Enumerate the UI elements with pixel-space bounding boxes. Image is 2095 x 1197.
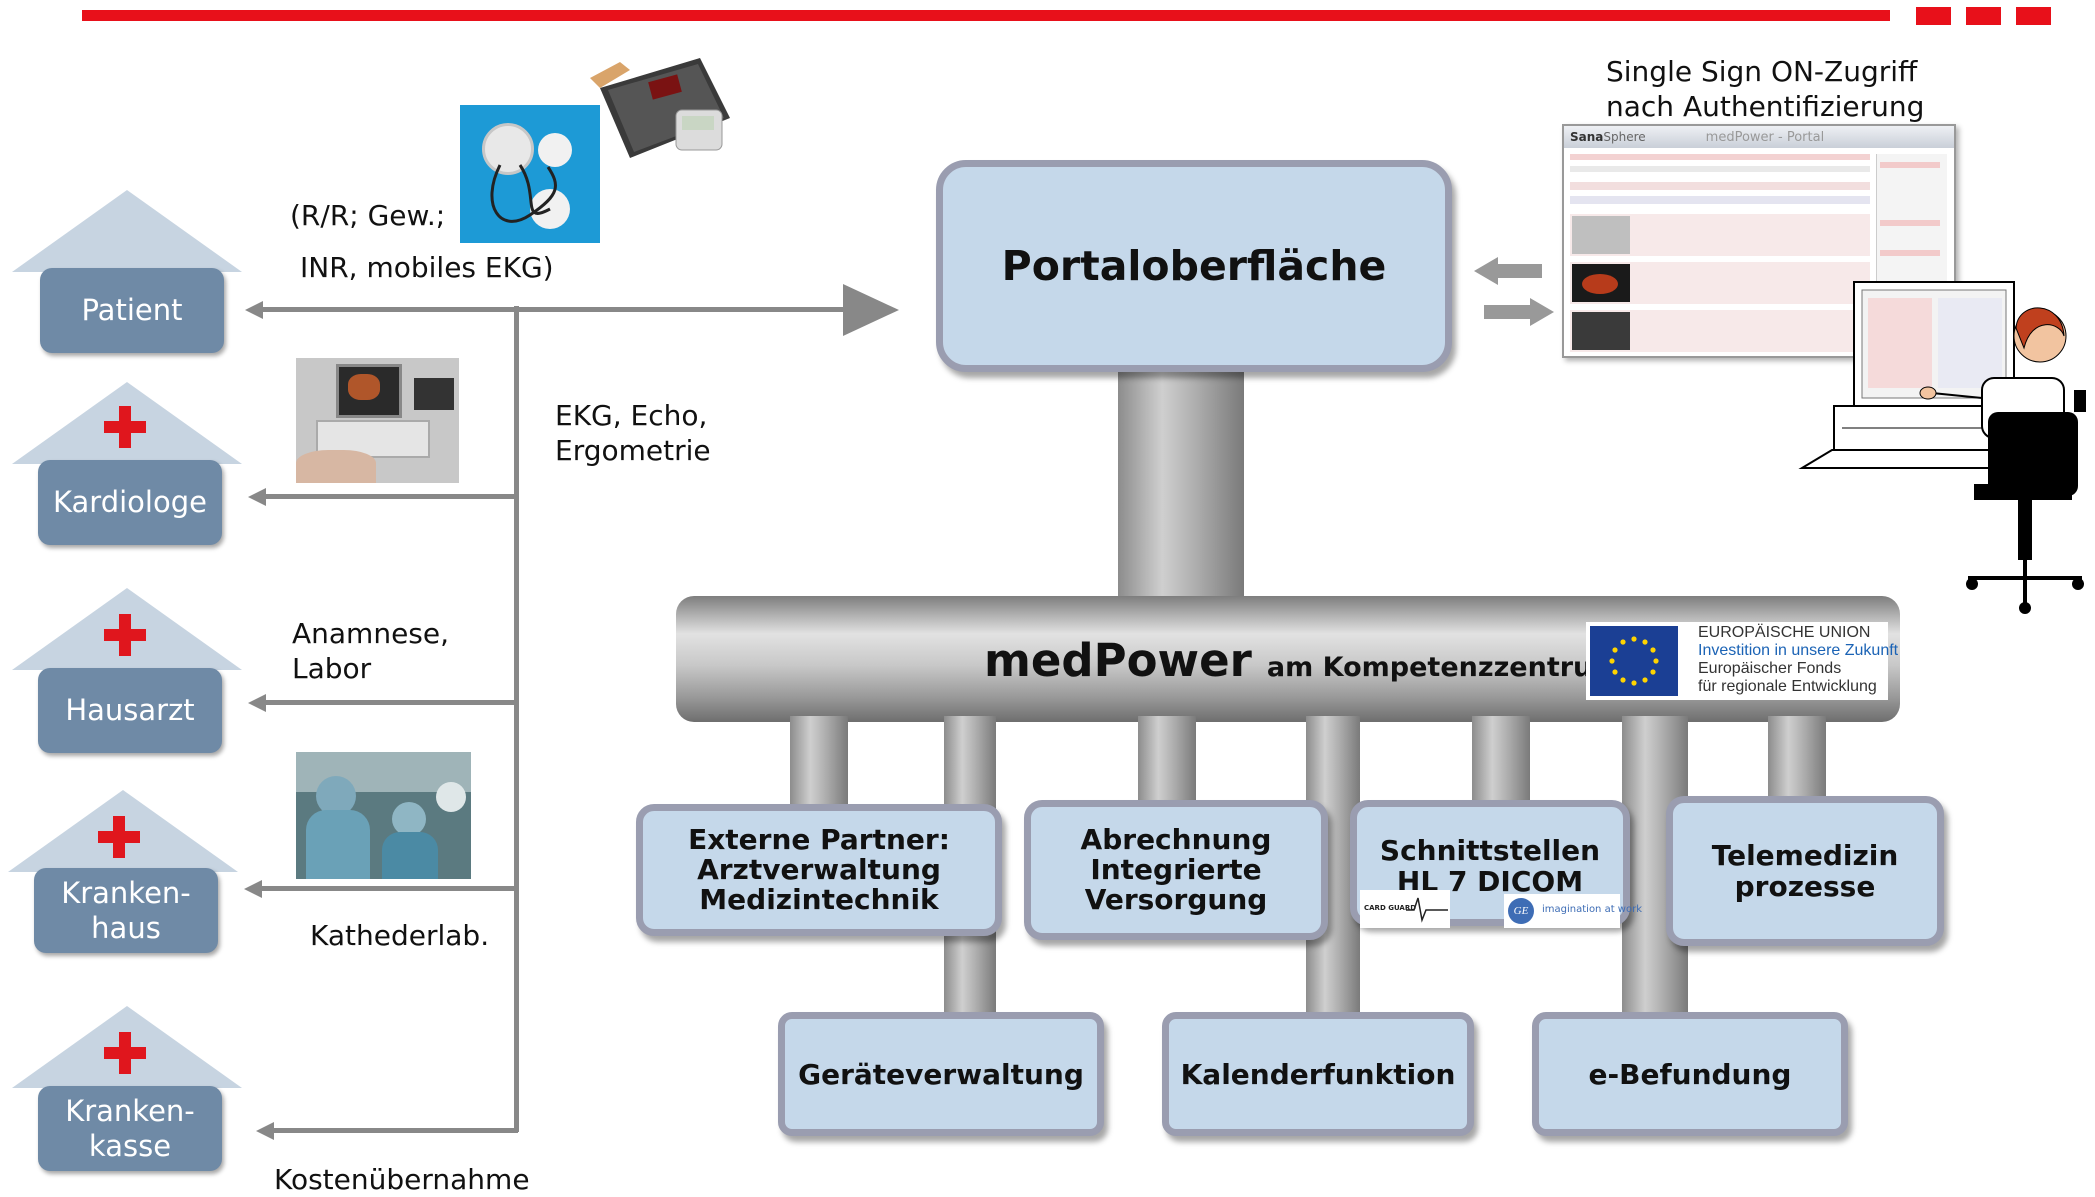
label-katheder: Kathederlab. — [310, 919, 490, 952]
module-externe-label: Externe Partner: Arztverwaltung Medizint… — [688, 823, 950, 916]
module-externe-partner: Externe Partner: Arztverwaltung Medizint… — [636, 804, 1002, 936]
device-photo — [460, 105, 600, 243]
cardguard-text: CARD GUARD — [1364, 904, 1417, 912]
label-ekg-echo: EKG, Echo, — [555, 399, 708, 432]
surgery-photo — [296, 752, 471, 879]
portal-label: Portaloberfläche — [1001, 242, 1387, 290]
cardguard-logo: CARD GUARD — [1360, 890, 1450, 928]
pillar-abrechnung — [1138, 716, 1196, 812]
red-cross-icon — [104, 614, 146, 656]
eu-line-3: Europäischer Fonds — [1698, 660, 1842, 677]
medpower-suffix: am Kompetenzzentrum — [1266, 652, 1621, 683]
screen-title: medPower - Portal — [1705, 129, 1825, 145]
module-kalenderfunktion: Kalenderfunktion — [1162, 1012, 1474, 1136]
arrow-shaft — [1496, 264, 1542, 278]
patient-box: Patient — [40, 268, 224, 353]
header-red-block-3 — [2016, 7, 2051, 25]
module-schnittstellen-label: Schnittstellen HL 7 DICOM — [1379, 834, 1601, 898]
portal-box: Portaloberfläche — [936, 160, 1452, 372]
header-red-block-2 — [1966, 7, 2001, 25]
label-ergometrie: Ergometrie — [555, 434, 711, 467]
screen-brand-1: Sana — [1570, 130, 1604, 144]
ultrasound-photo — [296, 358, 459, 483]
module-befundung-label: e-Befundung — [1588, 1057, 1792, 1091]
connector-kardiologe — [262, 494, 518, 499]
krankenhaus-label: Kranken- haus — [61, 875, 191, 945]
module-telemedizin: Telemedizin prozesse — [1666, 796, 1944, 946]
label-rr: (R/R; Gew.; — [290, 199, 446, 232]
label-kosten: Kostenübernahme — [274, 1163, 530, 1196]
label-sso-1: Single Sign ON-Zugriff — [1606, 55, 1918, 88]
hausarzt-box: Hausarzt — [38, 668, 222, 753]
arrow-left-icon — [256, 1122, 274, 1140]
pillar-schnittstellen — [1472, 716, 1530, 812]
connector-krankenhaus — [258, 886, 518, 891]
kardiologe-box: Kardiologe — [38, 460, 222, 545]
arrow-right-icon — [1530, 298, 1554, 326]
arrow-left-icon — [244, 880, 262, 898]
eu-logo: EUROPÄISCHE UNION Investition in unsere … — [1586, 622, 1898, 700]
arrow-left-icon — [245, 301, 263, 319]
scale-photo — [590, 48, 740, 176]
module-telemedizin-label: Telemedizin prozesse — [1711, 839, 1899, 903]
ge-text: imagination at work — [1542, 904, 1642, 915]
label-inr: INR, mobiles EKG) — [300, 251, 554, 284]
medpower-name: medPower — [984, 634, 1252, 687]
pillar-externe — [790, 716, 848, 812]
connector-hausarzt — [262, 700, 518, 705]
red-cross-icon — [104, 1032, 146, 1074]
krankenkasse-box: Kranken- kasse — [38, 1086, 222, 1171]
arrow-left-icon — [248, 694, 266, 712]
krankenhaus-box: Kranken- haus — [34, 868, 218, 953]
eu-line-1: EUROPÄISCHE UNION — [1698, 624, 1871, 641]
module-geraeteverwaltung: Geräteverwaltung — [778, 1012, 1104, 1136]
screen-brand-2: Sphere — [1603, 130, 1646, 144]
hausarzt-label: Hausarzt — [65, 693, 195, 727]
user-at-computer-icon — [1798, 281, 2086, 614]
arrow-left-icon — [1474, 257, 1498, 285]
arrow-shaft — [1484, 305, 1530, 319]
module-e-befundung: e-Befundung — [1532, 1012, 1848, 1136]
label-anamnese: Anamnese, — [292, 617, 450, 650]
krankenkasse-label: Kranken- kasse — [65, 1093, 195, 1163]
red-cross-icon — [98, 816, 140, 858]
connector-krankenkasse — [270, 1128, 518, 1133]
module-abrechnung-label: Abrechnung Integrierte Versorgung — [1080, 823, 1272, 916]
medpower-title: medPower am Kompetenzzentrum — [984, 634, 1620, 687]
arrow-right-icon — [843, 284, 899, 336]
eu-line-2: Investition in unsere Zukunft — [1698, 642, 1899, 659]
connector-vertical — [514, 306, 519, 1132]
ge-logo: GE imagination at work — [1504, 894, 1642, 928]
arrow-left-icon — [248, 488, 266, 506]
module-kalender-label: Kalenderfunktion — [1180, 1057, 1456, 1091]
eu-flag-icon — [1590, 626, 1678, 696]
red-cross-icon — [104, 406, 146, 448]
header-red-bar — [82, 10, 1890, 21]
eu-line-4: für regionale Entwicklung — [1698, 678, 1877, 695]
header-red-block-1 — [1916, 7, 1951, 25]
ge-monogram-icon: GE — [1508, 898, 1534, 924]
patient-label: Patient — [81, 293, 183, 327]
label-labor: Labor — [292, 652, 372, 685]
portal-pillar — [1118, 362, 1244, 602]
label-sso-2: nach Authentifizierung — [1606, 90, 1925, 123]
kardiologe-label: Kardiologe — [53, 485, 207, 519]
portal-screenshot: Sana Sphere medPower - Portal — [1562, 124, 1956, 358]
module-geraete-label: Geräteverwaltung — [798, 1057, 1084, 1091]
module-abrechnung: Abrechnung Integrierte Versorgung — [1024, 800, 1328, 940]
connector-patient — [262, 307, 852, 312]
patient-roof — [12, 190, 242, 272]
